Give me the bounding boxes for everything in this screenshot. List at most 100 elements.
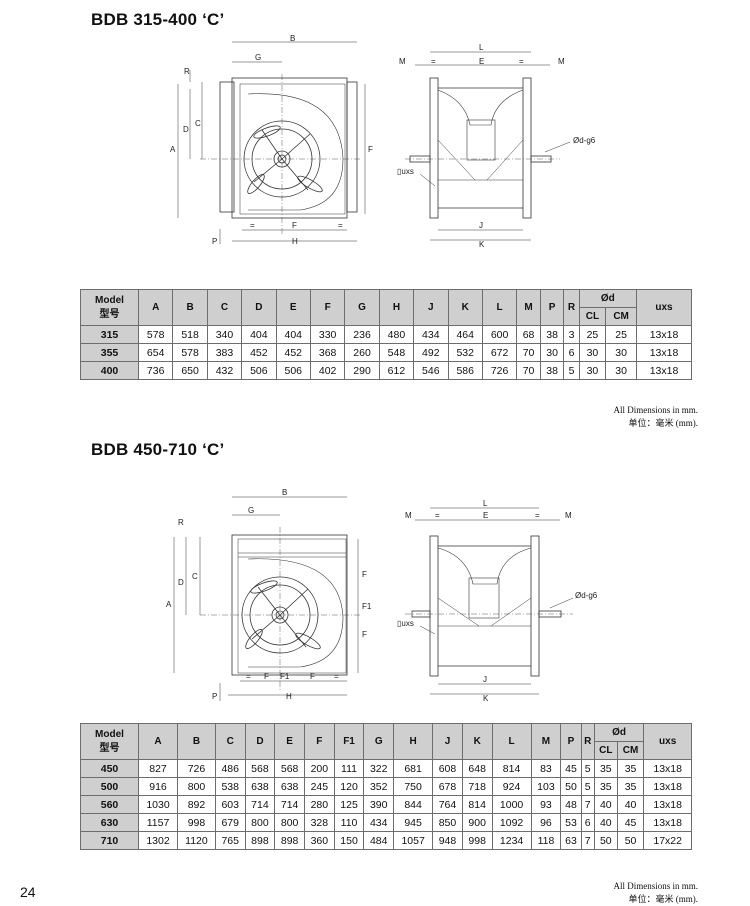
model-cell: 355 [80,343,139,362]
table-cell: 898 [274,831,305,850]
dim-c-label: C [195,119,201,128]
table-cell: 63 [560,831,582,850]
shaft-label: Ød-g6 [573,136,596,145]
col-header: E [275,289,311,326]
col-header: H [378,289,415,326]
col-header: L [491,723,532,760]
table-cell: 103 [530,777,562,796]
col-header: F1 [333,723,365,760]
col-header: R [563,289,580,326]
table-cell: 506 [275,361,311,380]
table-cell: 998 [177,813,216,832]
dim-eq-label-4: = [519,57,524,66]
table-cell: 40 [593,795,618,814]
col-header: P [560,723,582,760]
dim-h-label: H [286,692,292,701]
uxs-header: uxs [643,723,692,760]
table-cell: 538 [214,777,246,796]
table-cell: 1234 [491,831,532,850]
table-cell: 322 [363,759,395,778]
col-header: D [241,289,277,326]
dim-d-label: D [183,125,189,134]
table-cell: 892 [177,795,216,814]
table-cell: 586 [447,361,483,380]
table-cell: 850 [432,813,463,832]
table-cell: 506 [241,361,277,380]
table-cell: 1057 [393,831,434,850]
cl-header: CL [593,741,618,760]
table-cell: 814 [491,759,532,778]
table-cell: 638 [244,777,276,796]
dim-eq-label-2: = [338,221,343,230]
table-cell: 6 [563,343,580,362]
model-cell: 400 [80,361,139,380]
shaft-label: Ød-g6 [575,591,598,600]
table-cell: 578 [137,325,174,344]
table-cell: 578 [172,343,208,362]
table-cell: 900 [461,813,493,832]
table-cell: 30 [539,343,565,362]
table-cell: 814 [461,795,493,814]
table-cell: 260 [344,343,380,362]
cm-header: CM [616,741,645,760]
col-header: F [303,723,335,760]
table-cell: 924 [491,777,532,796]
uxs-header: uxs [635,289,693,326]
table-cell: 30 [605,361,637,380]
table-cell: 945 [393,813,434,832]
dim-f-side-label-2: F [362,630,367,639]
table-cell: 654 [137,343,174,362]
table-cell: 681 [393,759,434,778]
table-cell: 452 [275,343,311,362]
table-cell: 38 [539,325,565,344]
table-cell: 13x18 [635,343,693,362]
col-header: P [539,289,565,326]
col-header: K [447,289,483,326]
table-cell: 600 [481,325,518,344]
dim-g-label: G [248,506,254,515]
model-cell: 500 [80,777,139,796]
table-cell: 404 [241,325,277,344]
table-cell: 603 [214,795,246,814]
table-cell: 765 [214,831,246,850]
table-cell: 13x18 [643,777,692,796]
col-header: H [393,723,434,760]
table-cell: 368 [309,343,346,362]
table-cell: 404 [275,325,311,344]
col-header: L [481,289,518,326]
dim-a-label: A [170,145,176,154]
table-cell: 13x18 [643,759,692,778]
table-cell: 68 [516,325,541,344]
table-cell: 679 [214,813,246,832]
table-cell: 13x18 [643,795,692,814]
table-cell: 150 [333,831,365,850]
table-cell: 714 [274,795,305,814]
dim-eq-label-3: = [431,57,436,66]
uxs-label: ▯uxs [397,619,414,628]
model-cell: 315 [80,325,139,344]
uxs-label: ▯uxs [397,167,414,176]
table-cell: 25 [578,325,607,344]
cl-header: CL [578,307,607,326]
table-cell: 898 [244,831,276,850]
units-note-2: All Dimensions in mm. 单位：毫米 (mm). [613,880,698,906]
table-cell: 111 [333,759,365,778]
units-note-en: All Dimensions in mm. [613,405,698,415]
model-cell: 450 [80,759,139,778]
table-cell: 736 [137,361,174,380]
dim-k-label: K [479,240,485,249]
table-cell: 678 [432,777,463,796]
dim-m-label-2: M [558,57,565,66]
table-cell: 492 [413,343,449,362]
table-cell: 638 [274,777,305,796]
table-cell: 70 [516,361,541,380]
table-cell: 35 [593,759,618,778]
